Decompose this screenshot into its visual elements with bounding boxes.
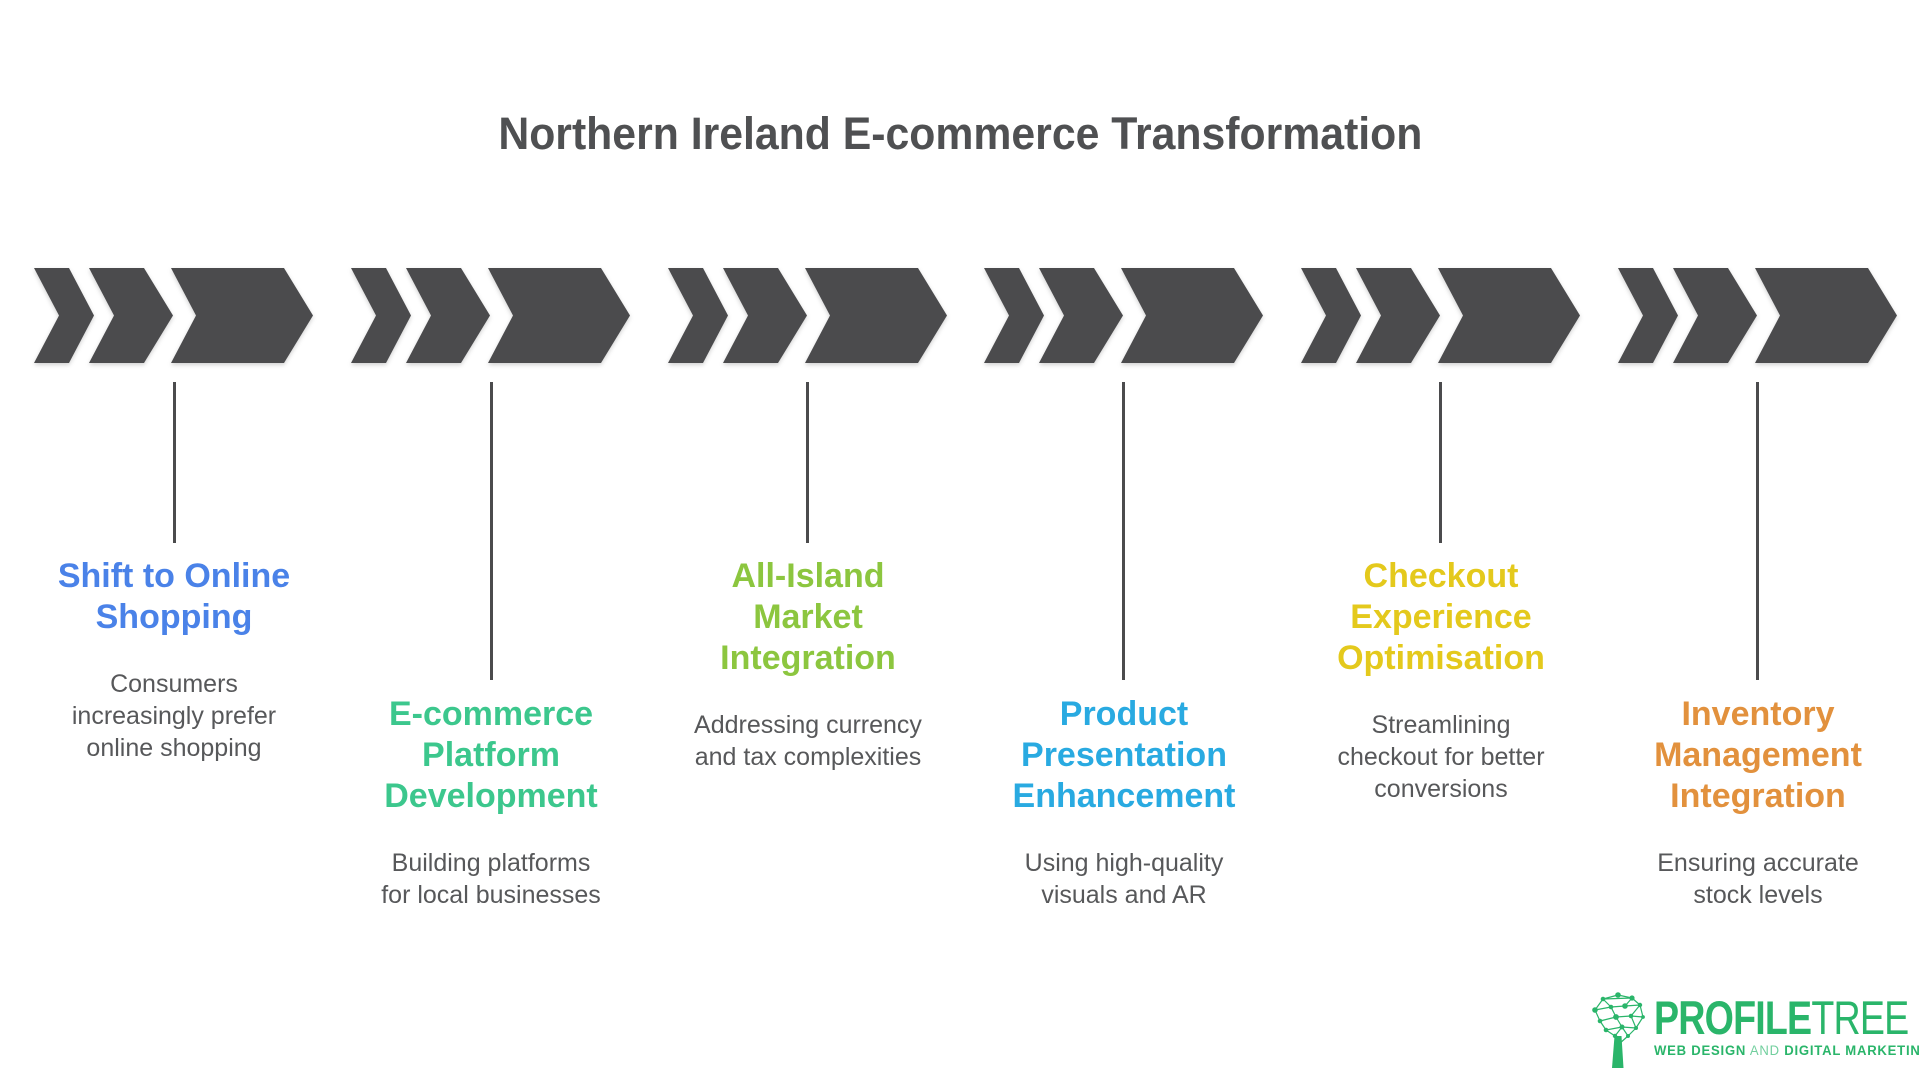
stage-shift-to-online-shopping: Shift to Online Shopping Consumers incre… (14, 556, 334, 764)
chevron-arrows-icon (1618, 268, 1898, 363)
connector-line (490, 382, 493, 680)
stage-description: Building platforms for local businesses (381, 849, 601, 909)
wordmark-tree: TREE (1811, 991, 1909, 1044)
stage-heading: Checkout Experience Optimisation (1337, 557, 1545, 677)
chevron-arrows-icon (668, 268, 948, 363)
chevron-arrows-icon (351, 268, 631, 363)
stage-description: Ensuring accurate stock levels (1657, 849, 1859, 909)
triple-chevron-icon (984, 268, 1263, 363)
stage-heading: All-Island Market Integration (720, 557, 896, 677)
triple-chevron-icon (351, 268, 630, 363)
chevron-arrows-icon (984, 268, 1264, 363)
stage-all-island-market-integration: All-Island Market Integration Addressing… (648, 556, 968, 773)
stage-description: Consumers increasingly prefer online sho… (71, 670, 277, 762)
connector-line (1439, 382, 1442, 543)
triple-chevron-icon (34, 268, 313, 363)
stage-description: Addressing currency and tax complexities (694, 711, 922, 771)
connector-line (1756, 382, 1759, 680)
profiletree-logo-text: PROFILETREE WEB DESIGN AND DIGITAL MARKE… (1654, 990, 1920, 1058)
stage-heading: Product Presentation Enhancement (1012, 695, 1236, 815)
stage-description: Using high-quality visuals and AR (1024, 849, 1224, 909)
triple-chevron-icon (668, 268, 947, 363)
stage-product-presentation-enhancement: Product Presentation Enhancement Using h… (964, 694, 1284, 911)
chevron-arrows-icon (1301, 268, 1581, 363)
stage-heading: Shift to Online Shopping (57, 557, 291, 636)
stage-checkout-experience-optimisation: Checkout Experience Optimisation Streaml… (1281, 556, 1601, 805)
connector-line (1122, 382, 1125, 680)
stage-ecommerce-platform-development: E-commerce Platform Development Building… (331, 694, 651, 911)
tagline-digital-marketing: DIGITAL MARKETING (1784, 1043, 1920, 1058)
chevron-arrows-icon (34, 268, 314, 363)
wordmark-profile: PROFILE (1654, 991, 1812, 1044)
profiletree-tree-icon (1592, 992, 1645, 1068)
connector-line (173, 382, 176, 543)
stage-heading: E-commerce Platform Development (384, 695, 598, 815)
page-title-text: Northern Ireland E-commerce Transformati… (497, 108, 1423, 159)
connector-line (806, 382, 809, 543)
triple-chevron-icon (1618, 268, 1897, 363)
page-title: Northern Ireland E-commerce Transformati… (0, 108, 1920, 160)
stage-heading: Inventory Management Integration (1654, 695, 1862, 815)
tagline-and: AND (1749, 1043, 1780, 1058)
triple-chevron-icon (1301, 268, 1580, 363)
stage-inventory-management-integration: Inventory Management Integration Ensurin… (1598, 694, 1918, 911)
profiletree-wordmark: PROFILETREE (1654, 994, 1909, 1041)
tagline-web-design: WEB DESIGN (1654, 1043, 1747, 1058)
profiletree-tagline: WEB DESIGN AND DIGITAL MARKETING (1654, 1043, 1920, 1058)
profiletree-logo: PROFILETREE WEB DESIGN AND DIGITAL MARKE… (1588, 990, 1920, 1068)
stage-description: Streamlining checkout for better convers… (1337, 711, 1545, 803)
